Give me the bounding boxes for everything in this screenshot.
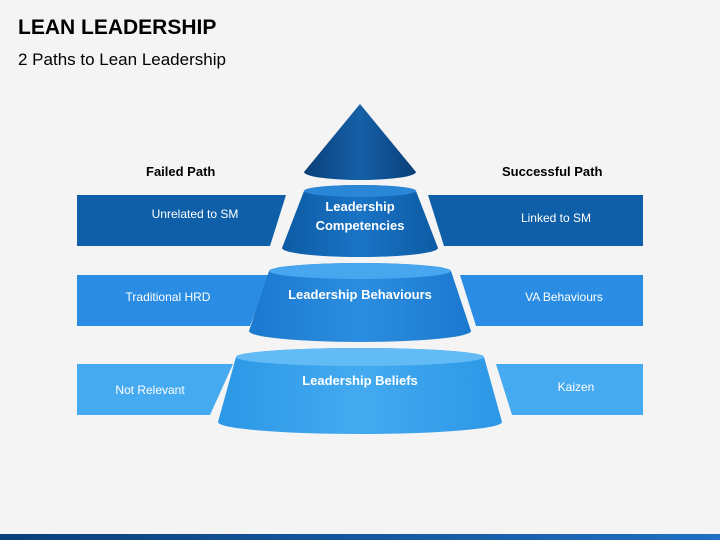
- failed-item-label: Traditional HRD: [126, 290, 211, 304]
- successful-item-label: Kaizen: [558, 380, 595, 394]
- successful-path-heading: Successful Path: [502, 164, 603, 179]
- successful-band-2: [460, 275, 643, 326]
- pyramid-level-behaviours-rim: [269, 263, 451, 279]
- pyramid-top-cone: [304, 104, 416, 180]
- failed-band-2: [77, 275, 270, 326]
- failed-item-label: Unrelated to SM: [152, 207, 239, 221]
- level-label-beliefs: Leadership Beliefs: [302, 373, 418, 388]
- successful-item-label: VA Behaviours: [525, 290, 603, 304]
- pyramid-level-beliefs-rim: [236, 348, 484, 366]
- level-label-competencies-line1: Leadership: [325, 199, 394, 214]
- failed-path-heading: Failed Path: [146, 164, 216, 179]
- pyramid-level-beliefs: [218, 348, 502, 434]
- level-label-behaviours: Leadership Behaviours: [288, 287, 432, 302]
- successful-band-1: [428, 195, 643, 246]
- page-subtitle: 2 Paths to Lean Leadership: [18, 50, 226, 69]
- pyramid-level-behaviours: [249, 263, 471, 342]
- bottom-accent-bar: [0, 534, 720, 540]
- failed-band-1: [77, 195, 286, 246]
- failed-band-3: [77, 364, 233, 415]
- successful-item-label: Linked to SM: [521, 211, 591, 225]
- page-title: LEAN LEADERSHIP: [18, 16, 217, 39]
- successful-band-3: [496, 364, 643, 415]
- pyramid-level-competencies: [282, 185, 438, 257]
- level-label-competencies-line2: Competencies: [316, 218, 405, 233]
- pyramid-level-competencies-rim: [304, 185, 416, 197]
- failed-item-label: Not Relevant: [115, 383, 185, 397]
